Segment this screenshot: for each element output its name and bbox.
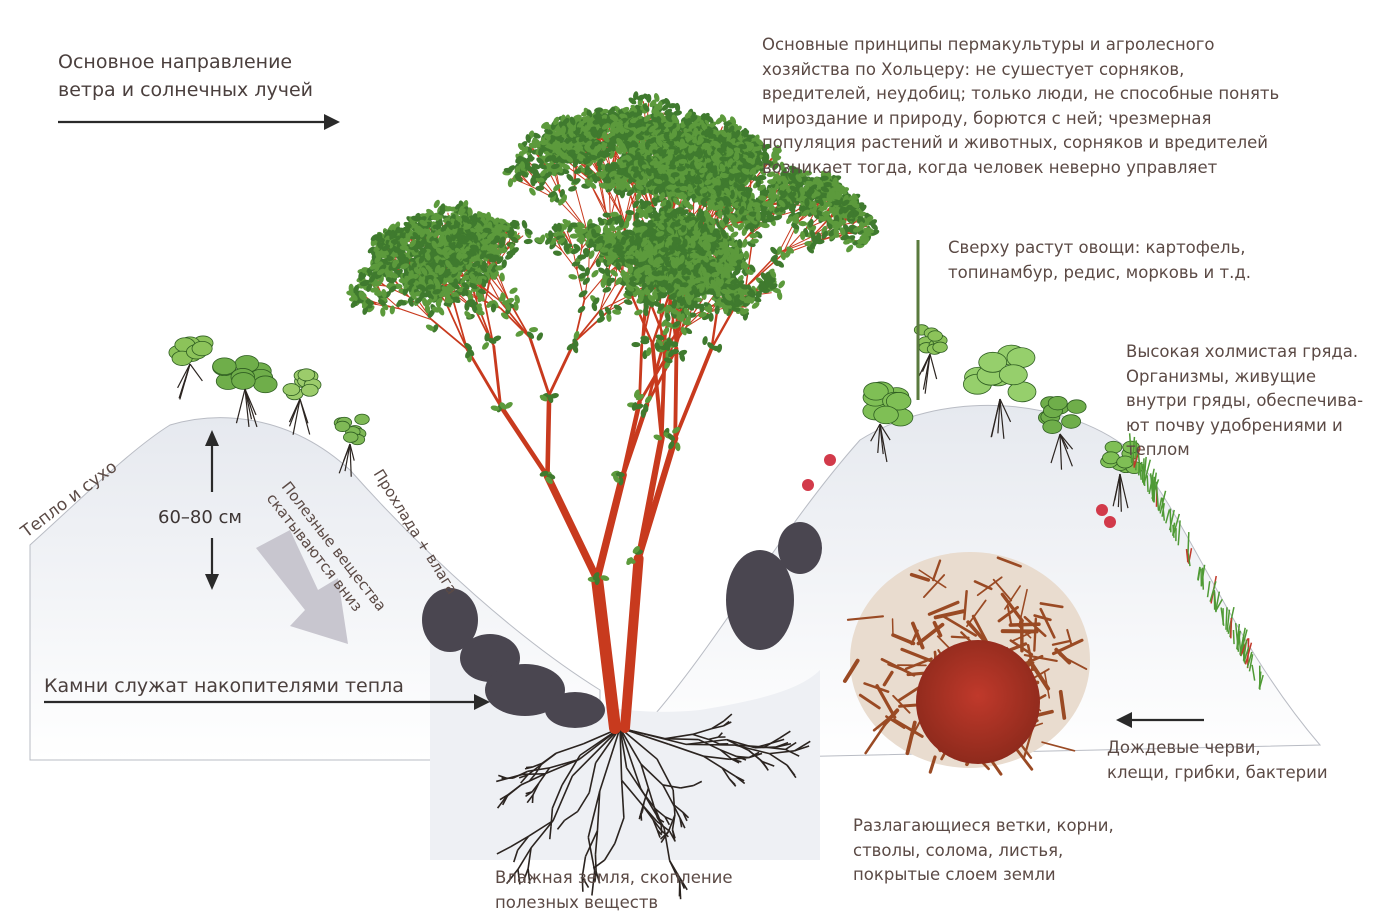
decaying-label: Разлагающиеся ветки, корни, стволы, соло… [853,814,1114,888]
principles-label: Основные принципы пермакультуры и агроле… [762,33,1279,180]
decaying-log-icon [916,640,1040,764]
stones-label: Камни служат накопителями тепла [44,672,404,700]
wind-sun-label: Основное направление ветра и солнечных л… [58,48,313,104]
height-label: 60–80 см [158,506,242,531]
high-bed-label: Высокая холмистая гряда. Организмы, живу… [1126,340,1363,463]
vegetables-label: Сверху растут овощи: картофель, топинамб… [948,236,1251,285]
organisms-label: Дождевые черви, клещи, грибки, бактерии [1107,736,1328,785]
moist-soil-label: Влажная земля, скопление полезных вещест… [495,866,733,915]
